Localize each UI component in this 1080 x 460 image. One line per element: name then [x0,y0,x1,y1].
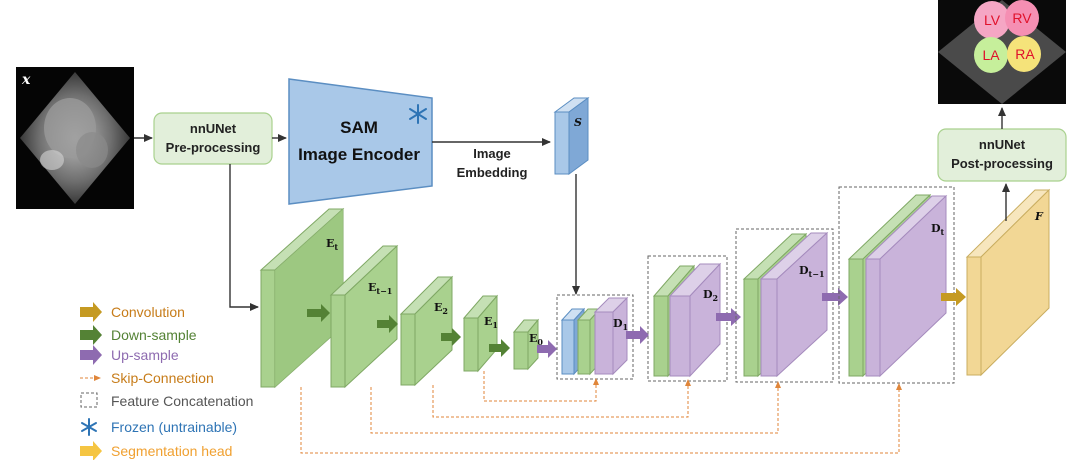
output-label-la: LA [982,47,1000,63]
label-e0: E0 [529,332,543,347]
embedding-block: S [553,97,590,175]
preprocess-title: nnUNet [190,121,237,136]
sam-subtitle: Image Encoder [298,145,420,164]
encoder-block-e0 [512,318,540,371]
preprocess-to-encoder-arrow [229,164,259,311]
decoder-block-dt [847,193,948,378]
label-d2: D2 [703,288,718,303]
up-sample-arrow-0 [537,340,557,358]
postprocess-subtitle: Post-processing [951,156,1053,171]
postprocess-box: nnUNet Post-processing [937,128,1067,182]
decoder-block-dtm1 [742,231,829,378]
preprocess-subtitle: Pre-processing [166,140,261,155]
label-etm1: Et−1 [368,281,392,296]
legend-skip: Skip-Connection [111,370,214,386]
label-dt: Dt [931,222,945,237]
legend: Convolution Down-sample Up-sample Skip-C… [80,302,253,460]
head-f-label: F [1034,210,1044,223]
sam-encoder: SAM Image Encoder [288,78,433,205]
up-sample-arrow-1 [626,326,649,344]
encoder-block-e2 [399,275,454,387]
legend-snowflake-icon [81,418,97,436]
snowflake-icon [409,104,427,124]
sam-title: SAM [340,118,378,137]
legend-convolution: Convolution [111,304,185,320]
segmentation-head-f [965,188,1051,377]
up-sample-arrow-3 [822,288,848,306]
label-dtm1: Dt−1 [799,264,825,279]
embedding-label-line1: Image [473,146,511,161]
label-e1: E1 [484,315,498,330]
legend-concat-swatch [80,392,98,408]
legend-seg-head-swatch [80,441,102,460]
legend-down-sample: Down-sample [111,327,197,343]
down-sample-arrows [307,304,510,357]
legend-down-sample-swatch [80,325,102,345]
legend-concat: Feature Concatenation [111,393,253,409]
output-label-lv: LV [984,12,1001,28]
input-label: x [21,72,31,88]
concat-box-dt [838,186,955,384]
legend-up-sample-swatch [80,345,102,365]
convolution-arrow [941,288,966,306]
legend-convolution-swatch [80,302,102,322]
label-d1: D1 [613,317,628,332]
label-et: Et [326,237,338,252]
label-e2: E2 [434,301,448,316]
embedding-label-line2: Embedding [457,165,528,180]
postprocess-title: nnUNet [979,137,1026,152]
input-ct-image: x [16,67,134,209]
decoder-block-d1 [560,296,629,376]
embedding-s-label: S [574,116,582,129]
legend-frozen: Frozen (untrainable) [111,419,237,435]
up-sample-arrow-2 [716,308,741,326]
preprocess-box: nnUNet Pre-processing [153,112,273,165]
skip-connections [300,371,902,454]
decoder-block-d2 [652,262,722,378]
output-label-rv: RV [1012,10,1032,26]
encoder-block-etm1 [329,244,399,389]
output-label-ra: RA [1015,46,1035,62]
legend-seg-head: Segmentation head [111,443,232,459]
output-segmentation-image [938,0,1066,104]
encoder-block-e1 [462,294,499,373]
legend-up-sample: Up-sample [111,347,179,363]
